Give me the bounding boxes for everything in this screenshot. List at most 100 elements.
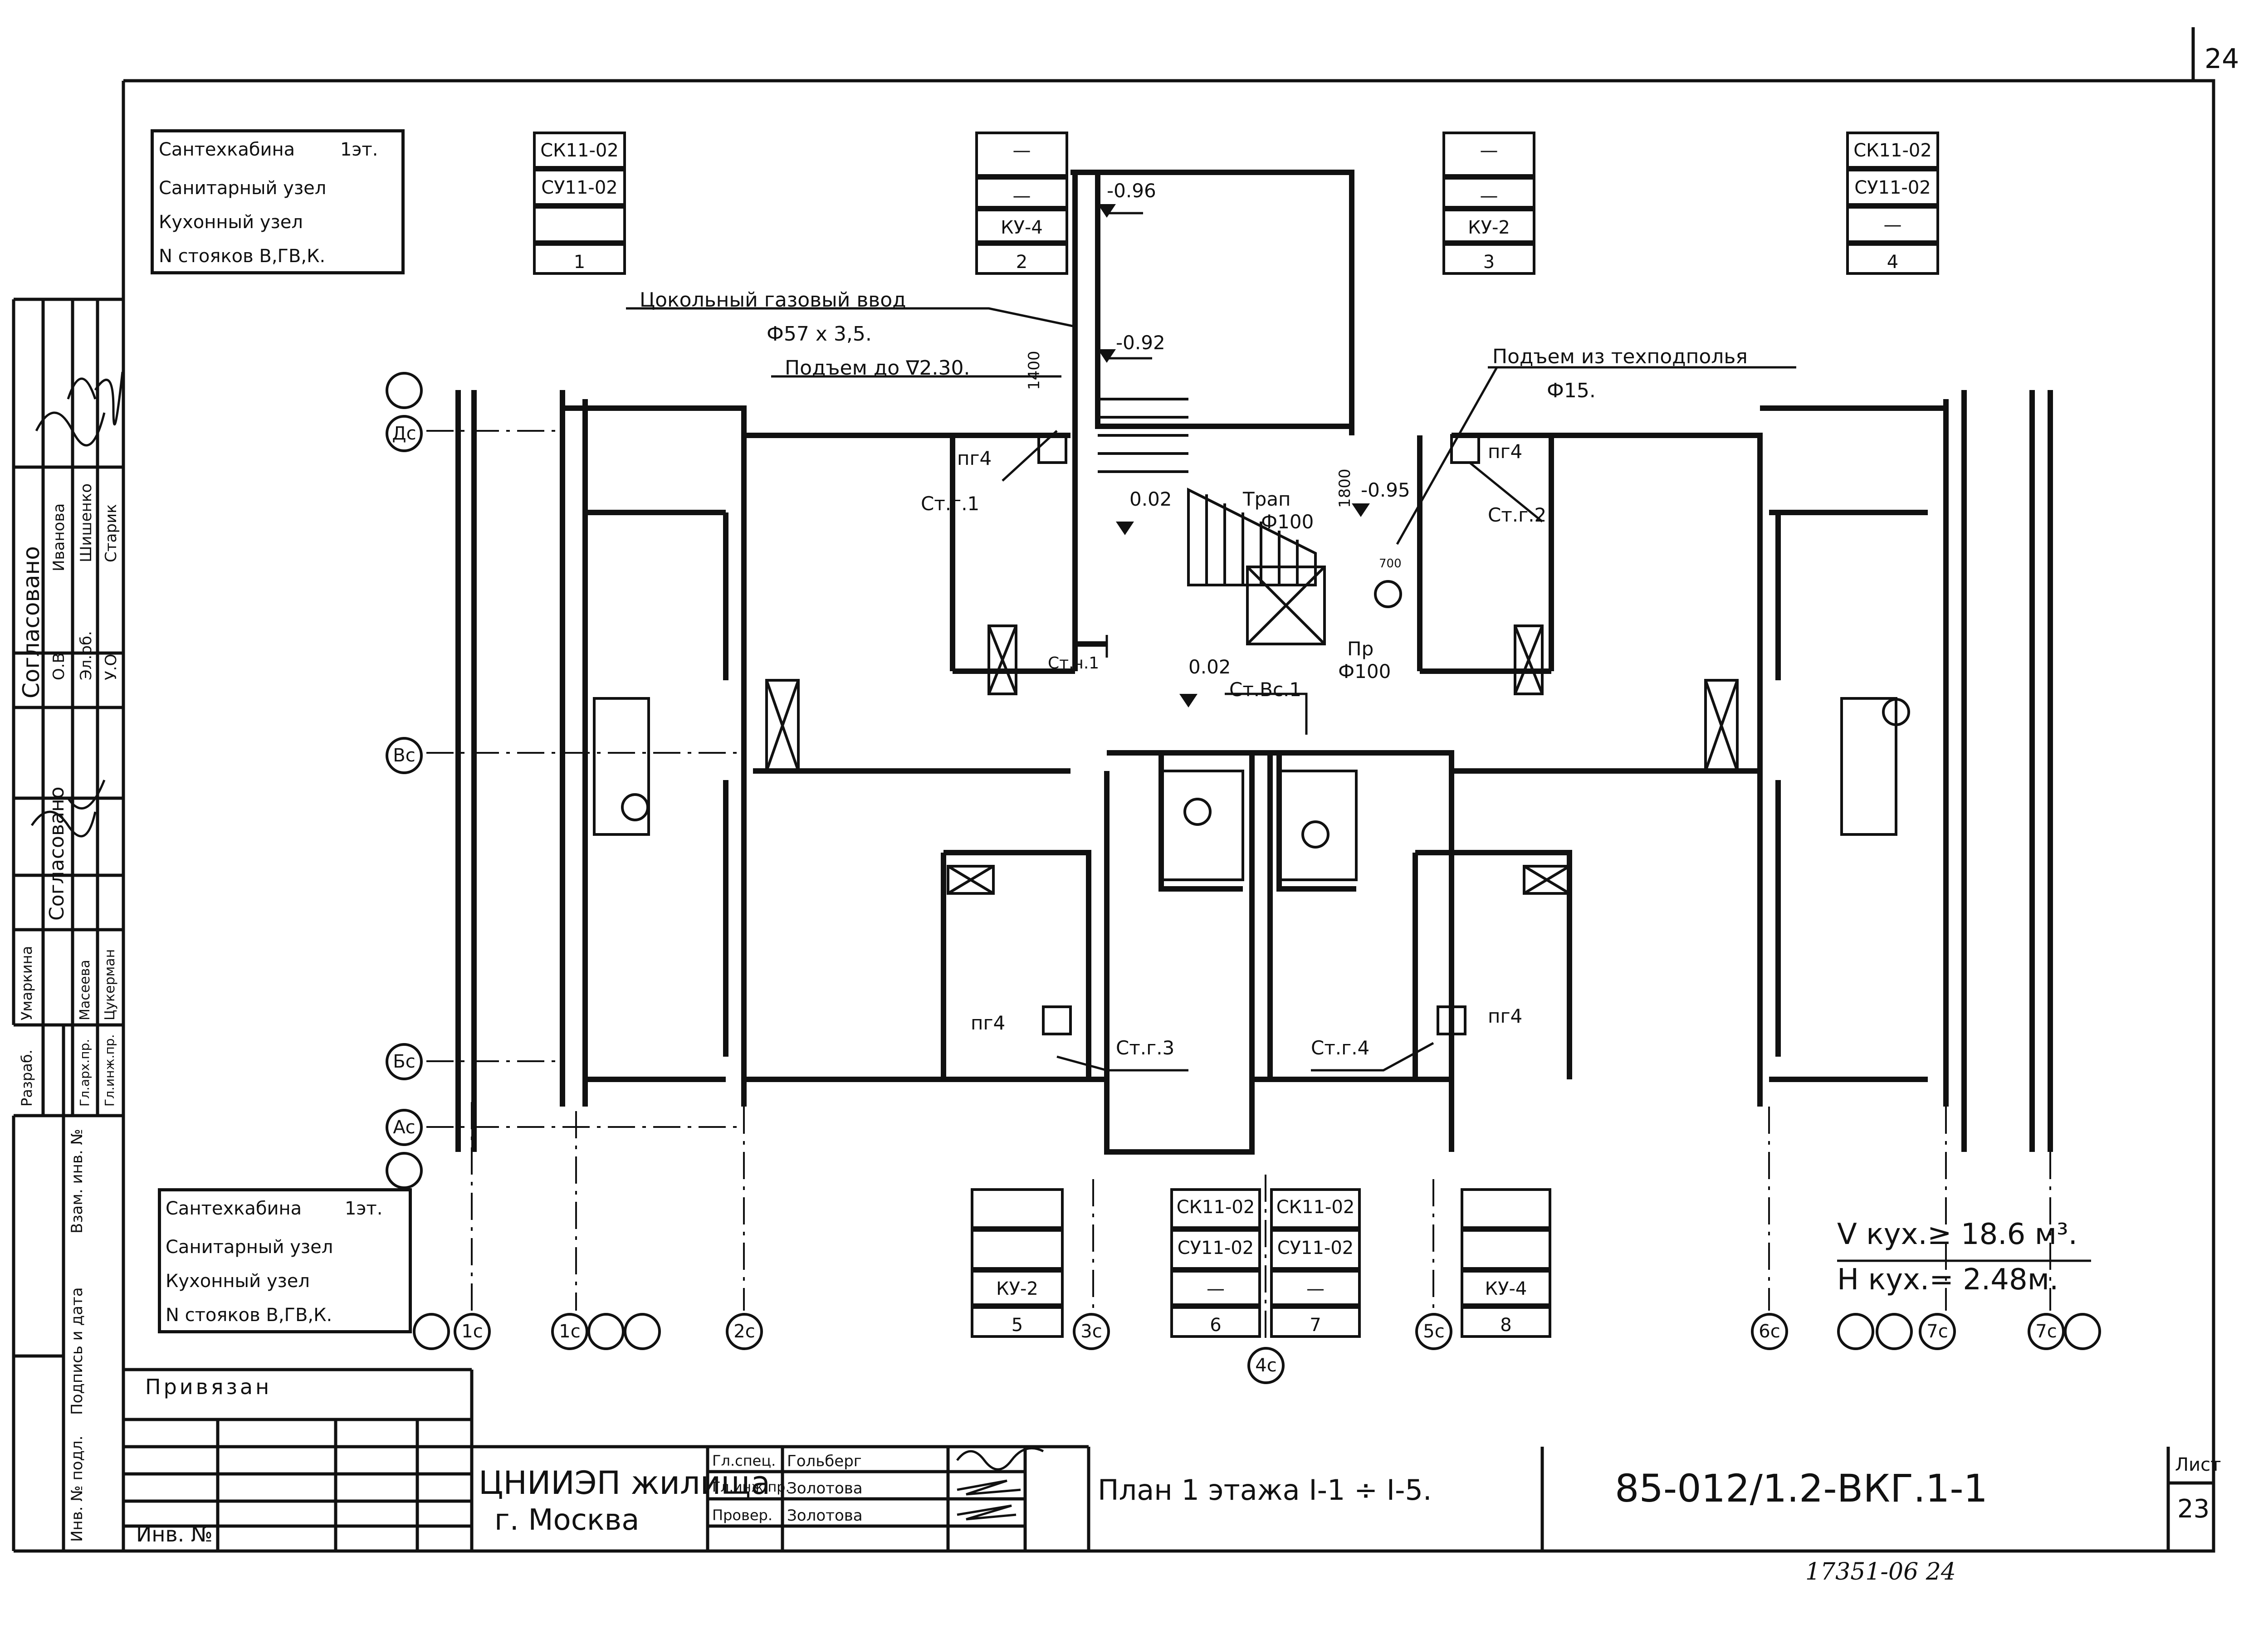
level-mark: 0.02	[1188, 656, 1231, 678]
riser-number: 7	[1270, 1306, 1361, 1338]
archive-number: 17351-06 24	[1805, 1558, 1956, 1585]
axis-bubble-col: 4с	[1247, 1347, 1285, 1384]
axis-bubble-row: Бс	[386, 1043, 423, 1080]
legend-row-risers: N стояков В,ГВ,К.	[166, 1305, 332, 1326]
dimension-label: 1400	[1025, 351, 1043, 390]
level-mark: -0.92	[1116, 332, 1165, 354]
riser-cabin	[1461, 1188, 1551, 1229]
role-label: Гл.спец.	[712, 1452, 776, 1469]
axis-empty-bubble	[413, 1313, 450, 1350]
approval-header-2: Согласовано	[45, 786, 68, 921]
axis-bubble-col: 7с	[1919, 1313, 1956, 1350]
axis-empty-bubble	[386, 372, 423, 409]
riser-kitchen: КУ-2	[1442, 209, 1535, 243]
riser-cabin: СК11-02	[533, 132, 626, 169]
riser-sanit: —	[1442, 177, 1535, 209]
riser-kitchen: КУ-2	[971, 1270, 1064, 1306]
axis-empty-bubble	[1876, 1313, 1913, 1350]
riser-sanit: СУ11-02	[1846, 169, 1939, 206]
axis-bubble-col: 6с	[1751, 1313, 1788, 1350]
legend-floor-label: 1эт.	[340, 139, 378, 160]
riser-cabin: —	[975, 132, 1068, 177]
approval-initials: Эл.об.	[77, 631, 95, 680]
dimension-label: 700	[1379, 557, 1402, 571]
approval-name: Старик	[102, 504, 120, 562]
pr-diameter: Ф100	[1338, 660, 1391, 683]
dimension-label: 1800	[1336, 468, 1354, 508]
axis-empty-bubble	[2064, 1313, 2101, 1350]
approval-role: Гл.инж.пр.	[102, 1034, 117, 1107]
approval-name: Иванова	[50, 503, 68, 571]
side-strip-label: Взам. инв. №	[68, 1129, 86, 1234]
axis-bubble-col: 1с	[454, 1313, 491, 1350]
riser-gas-4: Ст.г.4	[1311, 1037, 1370, 1059]
role-label: Провер.	[712, 1507, 772, 1524]
axis-bubble-col: 3с	[1073, 1313, 1110, 1350]
approval-name: Цукерман	[102, 949, 118, 1020]
legend-row-sanit: Санитарный узел	[166, 1237, 333, 1258]
riser-cabin: СК11-02	[1846, 132, 1939, 169]
riser-cabin: СК11-02	[1270, 1188, 1361, 1229]
drawing-title: План 1 этажа I-1 ÷ I-5.	[1098, 1473, 1432, 1507]
riser-kitchen: —	[1270, 1270, 1361, 1306]
legend-row-cabin: Сантехкабина	[166, 1198, 302, 1219]
riser-cabin: СК11-02	[1170, 1188, 1261, 1229]
tied-label: Привязан	[145, 1375, 272, 1399]
city: г. Москва	[494, 1503, 640, 1537]
axis-bubble-col: 2с	[726, 1313, 763, 1350]
riser-number: 4	[1846, 243, 1939, 275]
approval-role: Гл.арх.пр.	[77, 1039, 92, 1107]
axis-empty-bubble	[386, 1152, 423, 1189]
axis-bubble-row: Вс	[386, 737, 423, 774]
riser-number: 5	[971, 1306, 1064, 1338]
legend-row-risers: N стояков В,ГВ,К.	[159, 246, 326, 267]
sheet-number-top: 24	[2204, 43, 2239, 75]
legend-row-kitchen: Кухонный узел	[166, 1271, 310, 1292]
approval-name: Умаркина	[18, 946, 35, 1020]
riser-gas-2: Ст.г.2	[1488, 504, 1547, 526]
level-mark: -0.96	[1107, 180, 1156, 202]
level-mark: -0.95	[1361, 479, 1410, 501]
riser-sanit: —	[975, 177, 1068, 209]
approval-initials: У.О	[102, 654, 120, 680]
gas-stove-label: пг4	[971, 1012, 1006, 1034]
gas-stove-label: пг4	[1488, 1005, 1523, 1027]
legend-row-kitchen: Кухонный узел	[159, 212, 303, 233]
kitchen-height: Н кух.= 2.48м.	[1837, 1263, 2059, 1297]
axis-bubble-col: 7с	[2028, 1313, 2065, 1350]
axis-bubble-row: Ас	[386, 1109, 423, 1146]
person-name: Золотова	[787, 1479, 863, 1497]
legend-floor-label: 1эт.	[345, 1198, 383, 1219]
gas-pipe-note: Ф57 х 3,5.	[767, 322, 872, 346]
organization: ЦНИИЭП жилища	[479, 1464, 771, 1502]
approval-name: Шишенко	[77, 483, 95, 562]
person-name: Гольберг	[787, 1452, 862, 1470]
riser-number: 3	[1442, 243, 1535, 275]
legend-row-sanit: Санитарный узел	[159, 178, 327, 199]
riser-ch-1: Ст.ч.1	[1048, 654, 1100, 673]
riser-number: 6	[1170, 1306, 1261, 1338]
axis-empty-bubble	[587, 1313, 625, 1350]
axis-bubble-row: Дс	[386, 415, 423, 452]
role-label: Гл.инж.пр.	[712, 1479, 790, 1495]
legend-row-cabin: Сантехкабина	[159, 139, 295, 160]
trap-label: Трап	[1243, 488, 1291, 510]
level-mark: 0.02	[1129, 488, 1172, 510]
gas-stove-label: пг4	[957, 447, 992, 469]
axis-bubble-col: 5с	[1415, 1313, 1452, 1350]
riser-vs-1: Ст.Вс.1	[1229, 678, 1302, 701]
axis-empty-bubble	[1837, 1313, 1874, 1350]
riser-number: 1	[533, 243, 626, 275]
riser-kitchen: КУ-4	[975, 209, 1068, 243]
approval-role: Разраб.	[18, 1049, 35, 1107]
riser-cabin: —	[1442, 132, 1535, 177]
riser-sanit: СУ11-02	[1270, 1229, 1361, 1270]
person-name: Золотова	[787, 1507, 863, 1525]
riser-sanit	[971, 1229, 1064, 1270]
approval-name: Масеева	[77, 960, 93, 1020]
inv-label: Инв. №	[136, 1522, 213, 1546]
riser-gas-3: Ст.г.3	[1116, 1037, 1175, 1059]
axis-bubble-col: 1с	[551, 1313, 588, 1350]
